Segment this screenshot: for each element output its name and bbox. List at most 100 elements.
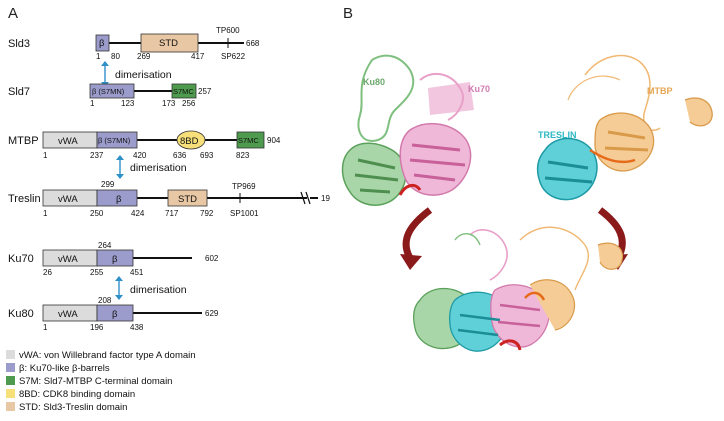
ku80-name: Ku80 [8,308,34,320]
ku70-name: Ku70 [8,253,34,265]
treslin-n299: 299 [101,180,115,189]
treslin-tp: TP969 [232,182,256,191]
treslin-n1: 1 [43,209,48,218]
ku70-end: 602 [205,254,219,263]
ku70-beta-domain [96,249,134,267]
mtbp-s7mc-domain [236,131,265,149]
dimerisation-arrow-1: dimerisation [101,61,172,87]
treslin-structure-label: TRESLIN [538,130,577,140]
treslin-n717: 717 [165,209,179,218]
ku80-structure-label: Ku80 [363,77,385,87]
ku80-beta-domain [96,304,134,322]
legend-vwa: vWA: von Willebrand factor type A domain [19,350,196,361]
treslin-name: Treslin [8,193,41,205]
legend-swatch-std [6,402,15,411]
legend-std: STD: Sld3-Treslin domain [19,402,127,413]
mtbp-n237: 237 [90,151,104,160]
mtbp-n693: 693 [200,151,214,160]
ku80-n196: 196 [90,323,104,332]
sld3-n417: 417 [191,52,205,61]
ku70-n255: 255 [90,268,104,277]
treslin-vwa-label: vWA [58,194,78,205]
treslin-n250: 250 [90,209,104,218]
mtbp-row: MTBP vWA β (S7MN) 8BD S7MC 904 1 237 420… [8,130,281,160]
sld3-n1: 1 [96,52,101,61]
dimerisation-label-2: dimerisation [130,162,187,174]
ku70-structure-label: Ku70 [468,84,490,94]
treslin-end: 19 [321,194,330,203]
ku70-n264: 264 [98,241,112,250]
legend-swatch-8bd [6,389,15,398]
treslin-sp: SP1001 [230,209,259,218]
ku80-row: 208 Ku80 vWA β 629 1 196 438 [8,296,219,332]
treslin-std-label: STD [178,194,197,205]
mtbp-s7mc-label: S7MC [238,136,259,145]
ku80-n438: 438 [130,323,144,332]
legend-beta: β: Ku70-like β-barrels [19,363,110,374]
treslin-break-1 [300,191,306,205]
mtbp-n1: 1 [43,151,48,160]
sld7-s7mc-label: S7MC [173,87,194,96]
mtbp-8bd-label: 8BD [180,136,199,147]
ku70-n26: 26 [43,268,52,277]
mtbp-8bd-domain [176,130,206,150]
dimerisation-label-3: dimerisation [130,284,187,296]
sld7-beta-domain [89,83,135,99]
dimerisation-arrow-2: dimerisation [116,155,187,179]
mtbp-n636: 636 [173,151,187,160]
sld3-n269: 269 [137,52,151,61]
sld3-beta-label: β [99,38,105,49]
sld3-sp: SP622 [221,52,246,61]
mtbp-beta-domain [96,131,138,149]
ku70-n451: 451 [130,268,144,277]
ku80-n208: 208 [98,296,112,305]
sld3-tp: TP600 [216,26,240,35]
mtbp-vwa-label: vWA [58,136,78,147]
ku80-end: 629 [205,309,219,318]
ku80-vwa-label: vWA [58,309,78,320]
ku70-beta-label: β [112,254,118,265]
legend: vWA: von Willebrand factor type A domain… [6,350,196,413]
mtbp-name: MTBP [8,135,39,147]
sld7-n1: 1 [90,99,95,108]
sld7-end: 257 [198,87,212,96]
panel-a-label: A [8,5,18,22]
treslin-n792: 792 [200,209,214,218]
sld3-beta-domain [95,34,110,52]
mtbp-structure-label: MTBP [647,86,673,96]
dimerisation-label-1: dimerisation [115,69,172,81]
treslin-beta-domain [96,189,138,207]
legend-8bd: 8BD: CDK8 binding domain [19,389,135,400]
dimerisation-arrow-3: dimerisation [115,276,187,300]
mtbp-beta-label: β (S7MN) [98,136,131,145]
mtbp-end: 904 [267,136,281,145]
sld3-row: Sld3 β STD TP600 668 1 80 269 417 SP622 [8,26,260,61]
merge-arrow-left-head [400,254,422,270]
mtbp-n420: 420 [133,151,147,160]
treslin-beta-label: β [116,194,122,205]
ku80-n1: 1 [43,323,48,332]
sld7-s7mc-domain [171,83,197,99]
merged-complex-structure [413,226,624,352]
sld7-n256: 256 [182,99,196,108]
sld3-n80: 80 [111,52,120,61]
ku70-ku80-structure: Ku80 Ku70 [341,54,490,206]
sld3-name: Sld3 [8,38,30,50]
panel-b-label: B [343,5,353,22]
merge-arrows [400,207,628,270]
treslin-row: 299 Treslin vWA β STD TP969 19 1 250 424… [8,180,330,218]
ku70-row: 264 Ku70 vWA β 602 26 255 451 [8,241,219,277]
sld7-n173: 173 [162,99,176,108]
sld7-beta-label: β (S7MN) [92,87,125,96]
merge-arrow-left [402,207,433,260]
sld7-name: Sld7 [8,86,30,98]
legend-s7m: S7M: Sld7-MTBP C-terminal domain [19,376,172,387]
sld7-n123: 123 [121,99,135,108]
sld3-std-label: STD [159,38,178,49]
treslin-std-domain [167,189,208,207]
legend-swatch-s7m [6,376,15,385]
legend-swatch-vwa [6,350,15,359]
ku80-beta-label: β [112,309,118,320]
